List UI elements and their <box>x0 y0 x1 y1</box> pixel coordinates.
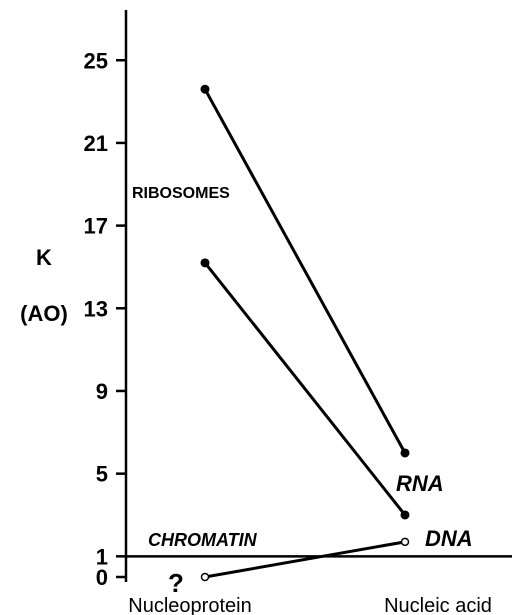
annotation-question: ? <box>168 568 184 598</box>
y-axis-unit: (AO) <box>20 301 68 326</box>
y-tick-label: 13 <box>84 296 108 321</box>
series-group <box>200 84 410 582</box>
y-tick-label: 25 <box>84 48 108 73</box>
data-point-3-2 <box>400 537 410 547</box>
data-point-1-2 <box>400 448 410 458</box>
y-axis-label: K <box>36 245 52 270</box>
y-ticks: 01 5 9 13 17 21 25 <box>84 48 126 590</box>
data-point-3-1 <box>200 572 210 582</box>
category-label-nucleic-acid: Nucleic acid <box>384 595 492 615</box>
series-line-2 <box>203 261 407 516</box>
annotation-ribosomes: RIBOSOMES <box>132 185 230 202</box>
data-point-2-1 <box>200 258 210 268</box>
annotation-chromatin: CHROMATIN <box>148 530 258 550</box>
y-tick-label: 0 <box>96 565 108 590</box>
data-point-1-1 <box>200 84 210 94</box>
y-tick-label: 1 <box>96 544 108 569</box>
y-tick-label: 17 <box>84 214 108 239</box>
category-label-nucleoprotein: Nucleoprotein <box>128 595 251 615</box>
y-tick-label: 21 <box>84 131 108 156</box>
y-tick-label: 5 <box>96 462 108 487</box>
annotation-dna: DNA <box>425 526 473 551</box>
series-line-1 <box>203 88 407 454</box>
data-point-2-2 <box>400 510 410 520</box>
y-tick-label: 9 <box>96 379 108 404</box>
annotation-rna: RNA <box>396 471 444 496</box>
series-line-3 <box>204 540 406 579</box>
